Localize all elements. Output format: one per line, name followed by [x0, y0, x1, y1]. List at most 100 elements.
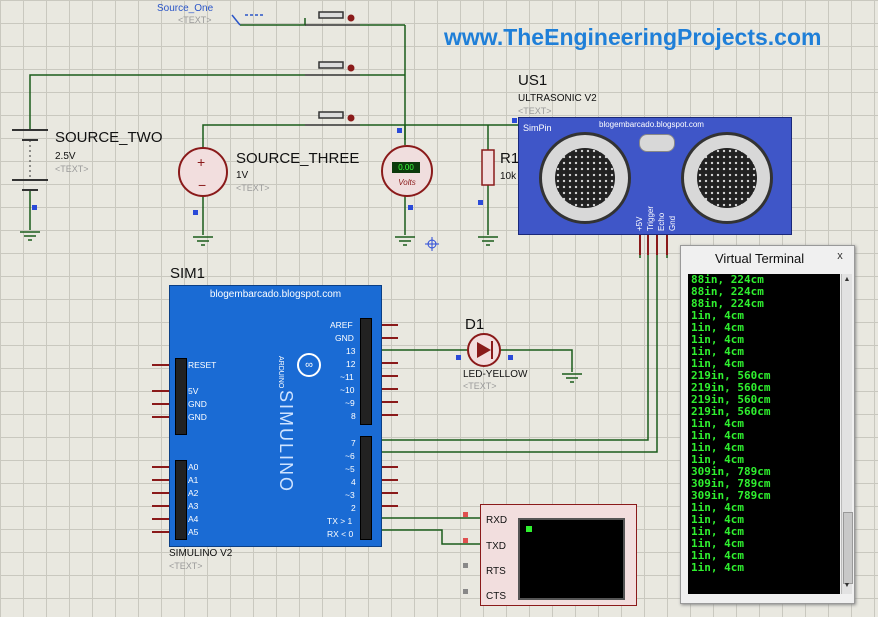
pin-aref: AREF: [330, 320, 353, 330]
pin-13: 13: [346, 346, 356, 356]
pin-marker: [512, 118, 517, 123]
terminal-line: 1in, 4cm: [691, 561, 744, 574]
arduino-logo-icon: ∞: [297, 353, 321, 377]
led-ref[interactable]: D1: [465, 316, 485, 333]
arduino-ref[interactable]: SIM1: [170, 265, 206, 282]
pin-marker: [508, 355, 513, 360]
scroll-up-icon[interactable]: ▲: [843, 276, 851, 283]
arduino-model: SIMULINO V2: [169, 548, 233, 559]
terminal-symbol[interactable]: RXD TXD RTS CTS: [480, 504, 637, 606]
scroll-down-icon[interactable]: ▼: [843, 582, 851, 589]
terminal-line: 1in, 4cm: [691, 321, 744, 334]
ultrasonic-ref[interactable]: US1: [518, 72, 548, 89]
analog-header: [175, 460, 187, 540]
pin-marker: [32, 205, 37, 210]
close-icon[interactable]: x: [837, 250, 843, 262]
led-text: <TEXT>: [463, 381, 497, 391]
ultrasonic-pin-gnd: Gnd: [668, 215, 677, 231]
terminal-line: 309in, 789cm: [691, 477, 771, 490]
pin-gnd: GND: [188, 412, 207, 422]
pin-marker: [193, 210, 198, 215]
site-url-banner: www.TheEngineeringProjects.com: [444, 24, 822, 50]
terminal-line: 219in, 560cm: [691, 405, 771, 418]
pin-11: ~11: [340, 372, 354, 382]
terminal-pin-cts: CTS: [486, 591, 506, 602]
svg-text:−: −: [198, 177, 206, 193]
terminal-line: 1in, 4cm: [691, 501, 744, 514]
terminal-line: 1in, 4cm: [691, 357, 744, 370]
source-one-text: <TEXT>: [178, 15, 212, 25]
pin-marker: [456, 355, 461, 360]
voltmeter[interactable]: 0.00 Volts: [381, 145, 433, 197]
pin-8: 8: [351, 411, 356, 421]
pin-10: ~10: [340, 385, 355, 395]
virtual-terminal-title: Virtual Terminal: [715, 251, 805, 266]
terminal-line: 1in, 4cm: [691, 525, 744, 538]
digital-header-top: [360, 318, 372, 425]
ultrasonic-pin-5v: +5V: [635, 216, 644, 231]
terminal-symbol-screen: [518, 518, 625, 600]
pin-marker: [397, 128, 402, 133]
ultrasonic-pin-trigger: Trigger: [646, 205, 655, 231]
led-model: LED-YELLOW: [463, 369, 528, 380]
terminal-line: 1in, 4cm: [691, 549, 744, 562]
ultrasonic-sensor[interactable]: SimPin blogembarcado.blogspot.com +5V Tr…: [518, 117, 792, 235]
pin-4: 4: [351, 477, 356, 487]
voltmeter-reading: 0.00: [392, 162, 420, 173]
terminal-line: 1in, 4cm: [691, 441, 744, 454]
pin-marker: [463, 538, 468, 543]
pin-marker: [478, 200, 483, 205]
pin-rx: RX < 0: [327, 529, 354, 539]
scroll-thumb[interactable]: [843, 512, 853, 584]
resistor-label[interactable]: R1: [500, 150, 520, 167]
terminal-line: 1in, 4cm: [691, 429, 744, 442]
terminal-line: 88in, 224cm: [691, 285, 764, 298]
pin-marker: [463, 563, 468, 568]
terminal-pin-rxd: RXD: [486, 515, 508, 526]
source-two-text: <TEXT>: [55, 164, 89, 174]
terminal-line: 309in, 789cm: [691, 465, 771, 478]
ultrasonic-model: ULTRASONIC V2: [518, 93, 597, 104]
terminal-line: 88in, 224cm: [691, 297, 764, 310]
pin-a2: A2: [188, 488, 199, 498]
ultrasonic-crystal: [639, 134, 675, 152]
pin-5: ~5: [345, 464, 355, 474]
terminal-pin-rts: RTS: [486, 566, 506, 577]
arduino-sub: ARDUINO: [277, 356, 284, 389]
ultrasonic-url: blogembarcado.blogspot.com: [599, 120, 704, 129]
terminal-line: 1in, 4cm: [691, 513, 744, 526]
pin-5v: 5V: [188, 386, 199, 396]
terminal-line: 1in, 4cm: [691, 333, 744, 346]
pin-a1: A1: [188, 475, 199, 485]
source-three-text: <TEXT>: [236, 183, 270, 193]
arduino-text: <TEXT>: [169, 561, 203, 571]
virtual-terminal-scrollbar[interactable]: ▲ ▼: [841, 274, 853, 594]
svg-text:+: +: [197, 154, 205, 170]
terminal-line: 1in, 4cm: [691, 537, 744, 550]
pin-gnd-r: GND: [335, 333, 354, 343]
terminal-line: 309in, 789cm: [691, 489, 771, 502]
digital-header-bottom: [360, 436, 372, 540]
terminal-line: 1in, 4cm: [691, 453, 744, 466]
terminal-line: 219in, 560cm: [691, 381, 771, 394]
ultrasonic-transducer-left: [539, 132, 631, 224]
terminal-line: 219in, 560cm: [691, 369, 771, 382]
source-two-label[interactable]: SOURCE_TWO: [55, 129, 163, 146]
source-two-value: 2.5V: [55, 151, 76, 162]
terminal-line: 1in, 4cm: [691, 417, 744, 430]
pin-3: ~3: [345, 490, 355, 500]
ultrasonic-pin-echo: Echo: [657, 212, 666, 231]
source-one-label[interactable]: Source_One: [157, 3, 214, 14]
pin-reset: RESET: [188, 360, 217, 370]
pin-12: 12: [346, 359, 356, 369]
source-three-label[interactable]: SOURCE_THREE: [236, 150, 360, 167]
arduino-board[interactable]: blogembarcado.blogspot.com: [169, 285, 382, 547]
terminal-pin-txd: TXD: [486, 541, 506, 552]
pin-marker: [463, 589, 468, 594]
pin-gnd: GND: [188, 399, 207, 409]
pin-marker: [463, 512, 468, 517]
source-three-value: 1V: [236, 170, 249, 181]
